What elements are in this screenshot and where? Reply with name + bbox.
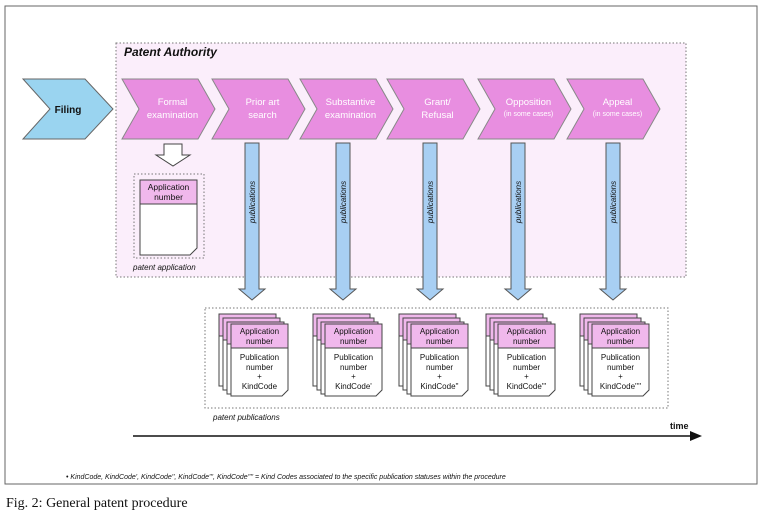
publication-plus: + <box>524 372 529 381</box>
publication-doc-header <box>410 323 469 349</box>
step-chevron-1: Formal examination <box>121 78 216 140</box>
step-chevron-3: Substantive examination <box>299 78 394 140</box>
step-shape <box>566 78 661 140</box>
publication-body-line2: number <box>513 363 540 372</box>
publications-arrow-label: publications <box>339 181 348 224</box>
step-label-line1: Formal <box>158 97 188 108</box>
publication-body-line2: number <box>607 363 634 372</box>
step-label-line2: search <box>248 110 277 121</box>
step-label-line2: examination <box>147 110 198 121</box>
publication-arrow-4: publications <box>503 142 533 301</box>
publication-body-line2: number <box>426 363 453 372</box>
step-chevron-6: Appeal (in some cases) <box>566 78 661 140</box>
arrow-shape <box>503 142 533 301</box>
filing-chevron <box>21 78 114 140</box>
publication-plus: + <box>257 372 262 381</box>
publication-doc-header <box>591 323 650 349</box>
publication-plus: + <box>437 372 442 381</box>
step-label-line1: Prior art <box>246 97 280 108</box>
arrow-shape <box>237 142 267 301</box>
publication-kindcode: KindCode'''' <box>600 382 642 391</box>
publication-stack-3: ApplicationnumberPublicationnumber+KindC… <box>398 313 469 397</box>
hollow-down-arrow <box>154 143 192 167</box>
publication-stack-5: ApplicationnumberPublicationnumber+KindC… <box>579 313 650 397</box>
publication-header-line2: number <box>426 337 453 346</box>
publication-kindcode: KindCode'' <box>420 382 459 391</box>
step-label-line2: Refusal <box>421 110 453 121</box>
publication-header-line1: Application <box>507 327 546 336</box>
patent-application-box <box>133 173 205 259</box>
publication-plus: + <box>351 372 356 381</box>
publication-header-line1: Application <box>334 327 373 336</box>
time-axis-arrowhead <box>690 431 702 441</box>
application-doc-header-line1: Application <box>148 182 190 192</box>
publication-header-line2: number <box>246 337 273 346</box>
publication-header-line2: number <box>340 337 367 346</box>
patent-publications-box <box>204 307 669 409</box>
step-shape <box>386 78 481 140</box>
step-label-line1: Opposition <box>506 97 551 108</box>
publications-arrow-label: publications <box>609 181 618 224</box>
publication-kindcode: KindCode' <box>335 382 372 391</box>
publications-arrow-label: publications <box>248 181 257 224</box>
step-shape <box>121 78 216 140</box>
publication-header-line1: Application <box>240 327 279 336</box>
publication-arrow-5: publications <box>598 142 628 301</box>
step-label-note: (in some cases) <box>504 111 553 118</box>
step-shape <box>299 78 394 140</box>
patent-application-label: patent application <box>132 263 196 272</box>
step-chevron-2: Prior art search <box>211 78 306 140</box>
patent-authority-title: Patent Authority <box>124 45 218 59</box>
arrow-shape <box>328 142 358 301</box>
step-shape <box>477 78 572 140</box>
step-label-line2: examination <box>325 110 376 121</box>
publication-body-line1: Publication <box>601 353 640 362</box>
publication-body-line1: Publication <box>240 353 279 362</box>
publication-stack-4: ApplicationnumberPublicationnumber+KindC… <box>485 313 556 397</box>
publication-kindcode: KindCode''' <box>507 382 547 391</box>
publication-arrow-2: publications <box>328 142 358 301</box>
publication-arrow-3: publications <box>415 142 445 301</box>
patent-publications-label: patent publications <box>212 413 280 422</box>
publication-body-line2: number <box>340 363 367 372</box>
publications-arrow-label: publications <box>426 181 435 224</box>
figure-caption: Fig. 2: General patent procedure <box>6 496 188 511</box>
step-shape <box>211 78 306 140</box>
publications-arrow-label: publications <box>514 181 523 224</box>
step-label-line1: Appeal <box>603 97 633 108</box>
patent-authority-box <box>115 42 687 278</box>
publication-doc-header <box>230 323 289 349</box>
publication-header-line1: Application <box>420 327 459 336</box>
publication-header-line2: number <box>607 337 634 346</box>
publication-body-line2: number <box>246 363 273 372</box>
publication-arrow-1: publications <box>237 142 267 301</box>
publication-doc-header <box>324 323 383 349</box>
step-label-line1: Substantive <box>326 97 376 108</box>
publication-body-line1: Publication <box>334 353 373 362</box>
filing-label: Filing <box>55 105 82 116</box>
step-chevron-5: Opposition (in some cases) <box>477 78 572 140</box>
publication-doc-header <box>497 323 556 349</box>
publication-body-line1: Publication <box>420 353 459 362</box>
arrow-shape <box>598 142 628 301</box>
publication-stack-2: ApplicationnumberPublicationnumber+KindC… <box>312 313 383 397</box>
step-label-line1: Grant/ <box>424 97 451 108</box>
arrow-shape <box>415 142 445 301</box>
publication-stack-1: ApplicationnumberPublicationnumber+KindC… <box>218 313 289 397</box>
publication-header-line1: Application <box>601 327 640 336</box>
footnote: • KindCode, KindCode', KindCode'', KindC… <box>66 474 506 481</box>
time-label: time <box>670 421 689 431</box>
publication-plus: + <box>618 372 623 381</box>
application-doc-header-line2: number <box>154 192 183 202</box>
publication-body-line1: Publication <box>507 353 546 362</box>
step-label-note: (in some cases) <box>593 111 642 118</box>
step-chevron-4: Grant/Refusal <box>386 78 481 140</box>
publication-header-line2: number <box>513 337 540 346</box>
publication-kindcode: KindCode <box>242 382 278 391</box>
application-doc-header <box>139 179 198 205</box>
